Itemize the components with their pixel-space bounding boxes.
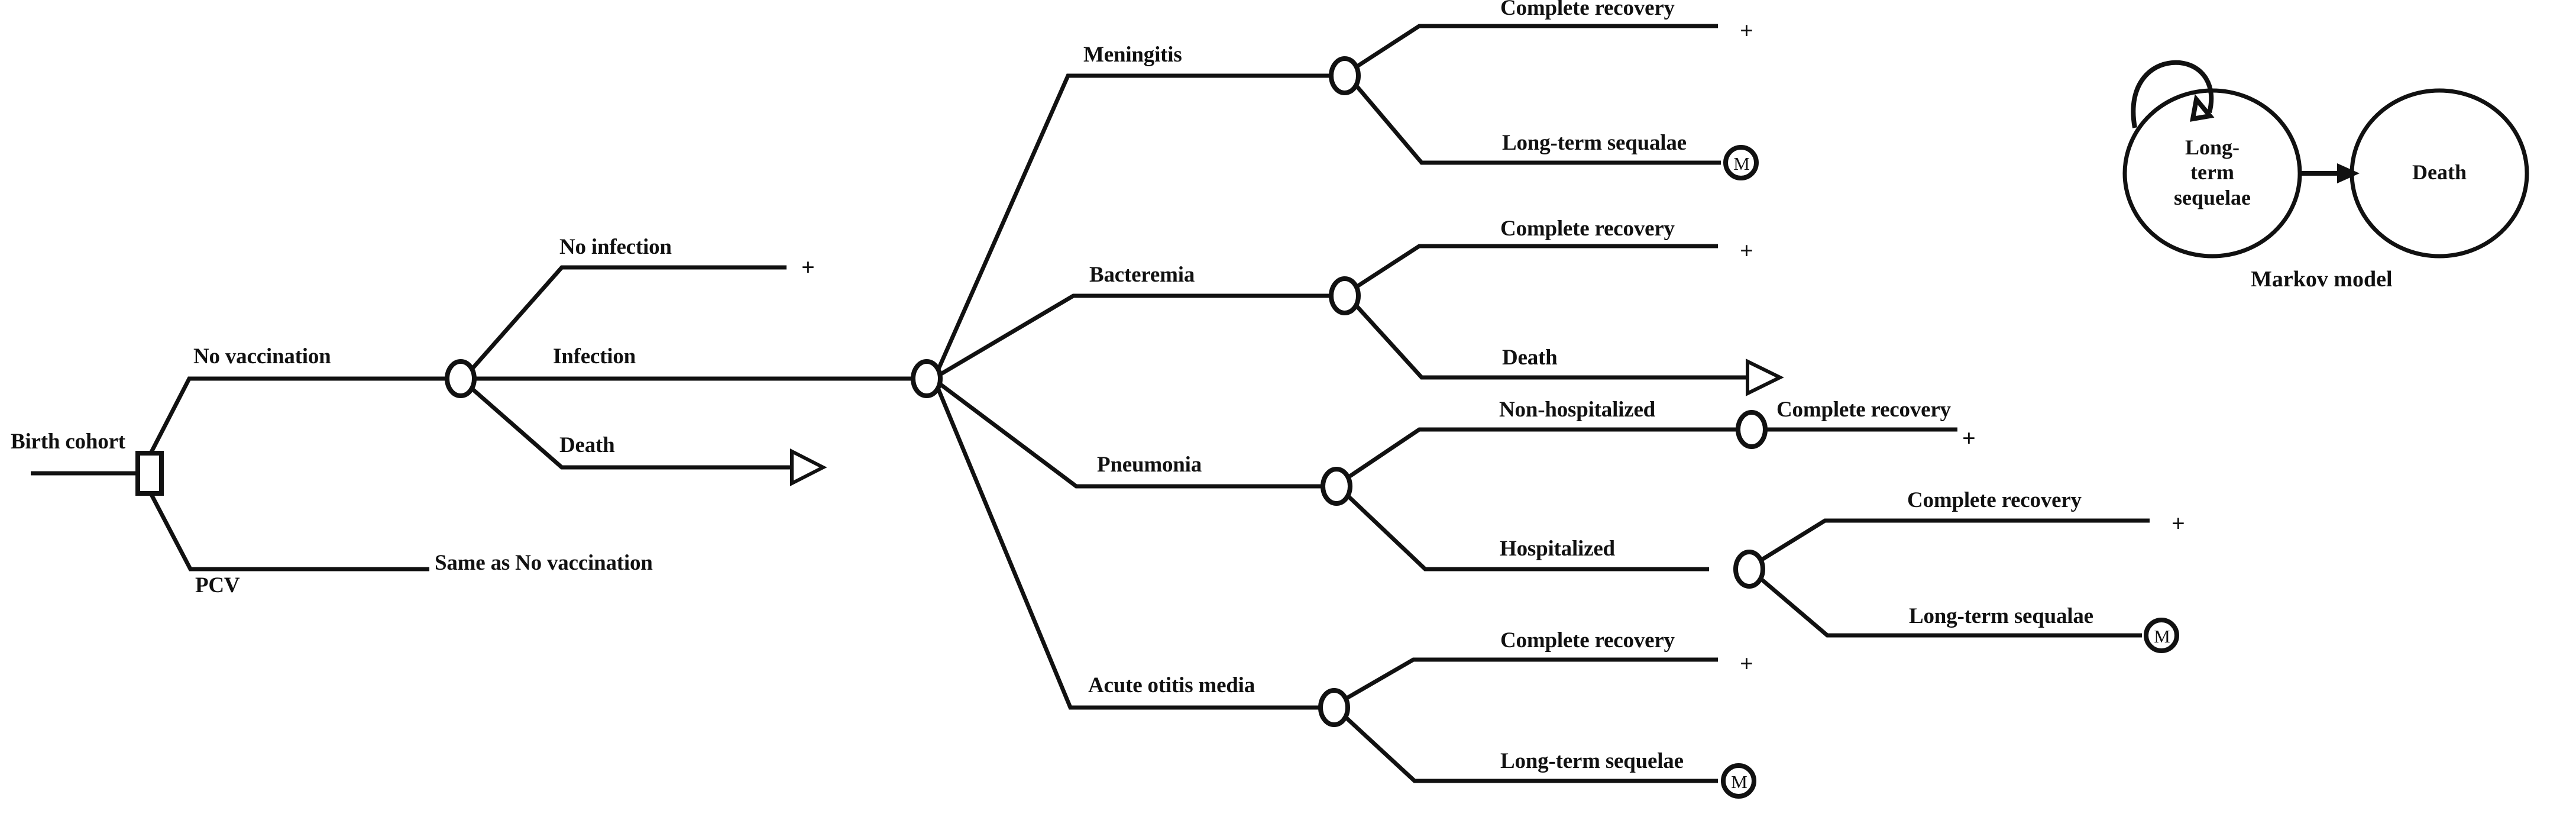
outcome-label-hospitalized-complete-recovery: Complete recovery <box>1907 488 2082 512</box>
root-label-birth-cohort: Birth cohort <box>11 430 125 454</box>
markov-marker-meningitis[interactable] <box>1723 145 1759 180</box>
edge-no-vaccination <box>149 376 444 453</box>
terminal-markov-label-hospitalized: M <box>2154 626 2170 647</box>
branch-label-pcv: PCV <box>195 573 240 598</box>
edge-bacteremia-complete-recovery <box>1354 244 1718 289</box>
markov-state-label-long-term-sequelae: Long- term sequelae <box>2174 135 2251 209</box>
outcome-label-pneumonia-hospitalized: Hospitalized <box>1500 537 1615 561</box>
branch-label-death-early: Death <box>559 433 615 457</box>
decision-node-square[interactable] <box>135 451 164 496</box>
markov-state-label-death: Death <box>2412 160 2467 184</box>
branch-label-infection: Infection <box>553 344 636 369</box>
chance-node-bacteremia[interactable] <box>1329 276 1361 315</box>
markov-marker-hospitalized[interactable] <box>2144 618 2179 653</box>
terminal-plus-non-hospitalized-complete-recovery: + <box>1962 425 1976 451</box>
edge-pneumonia-non-hospitalized <box>1346 427 1739 480</box>
branch-label-no-infection: No infection <box>559 235 672 259</box>
edge-no-infection <box>470 265 787 372</box>
outcome-label-meningitis-sequalae: Long-term sequalae <box>1502 131 1687 155</box>
outcome-label-bacteremia-death: Death <box>1502 345 1558 370</box>
outcome-label-aom-sequelae: Long-term sequelae <box>1500 749 1684 773</box>
edge-meningitis <box>936 73 1242 372</box>
markov-model-caption: Markov model <box>2251 267 2393 292</box>
edge-hospitalized-complete-recovery <box>1759 518 2150 563</box>
branch-label-bacteremia: Bacteremia <box>1089 263 1195 287</box>
chance-node-infection[interactable] <box>445 359 477 398</box>
markov-transition-arrowhead <box>2337 163 2360 183</box>
outcome-label-aom-complete-recovery: Complete recovery <box>1500 628 1675 653</box>
edge-aom-complete-recovery <box>1344 657 1718 702</box>
chance-node-disease[interactable] <box>911 359 943 398</box>
terminal-plus-no-infection: + <box>801 254 815 280</box>
outcome-label-hospitalized-sequalae: Long-term sequalae <box>1909 604 2093 628</box>
branch-label-no-vaccination: No vaccination <box>193 344 331 369</box>
outcome-label-meningitis-complete-recovery: Complete recovery <box>1500 0 1675 20</box>
terminal-markov-label-aom: M <box>1731 771 1747 792</box>
terminal-triangle-bacteremia-death <box>1746 359 1784 396</box>
edge-death-early <box>470 386 790 470</box>
chance-node-non-hospitalized[interactable] <box>1736 410 1768 449</box>
terminal-plus-bacteremia-complete-recovery: + <box>1740 237 1753 264</box>
edge-acute-otitis-media <box>936 387 1244 710</box>
edge-meningitis-complete-recovery <box>1354 24 1718 69</box>
outcome-label-bacteremia-complete-recovery: Complete recovery <box>1500 217 1675 241</box>
edge-aom-sequelae <box>1343 715 1718 783</box>
terminal-markov-label-meningitis: M <box>1733 153 1750 174</box>
edge-bacteremia-death <box>1354 303 1746 380</box>
edge-bacteremia <box>938 293 1249 377</box>
chance-node-hospitalized[interactable] <box>1733 550 1765 589</box>
terminal-plus-meningitis-complete-recovery: + <box>1740 17 1753 44</box>
chance-node-meningitis[interactable] <box>1329 56 1361 95</box>
terminal-plus-hospitalized-complete-recovery: + <box>2172 510 2185 537</box>
chance-node-pneumonia[interactable] <box>1321 467 1352 506</box>
markov-marker-aom[interactable] <box>1721 763 1756 799</box>
branch-label-meningitis: Meningitis <box>1083 43 1182 67</box>
terminal-label-pcv-same-as-no-vaccination: Same as No vaccination <box>435 551 653 575</box>
outcome-label-non-hospitalized-complete-recovery: Complete recovery <box>1776 398 1951 422</box>
edge-hospitalized-sequalae <box>1758 576 2142 638</box>
edge-pneumonia-hospitalized <box>1345 493 1709 571</box>
terminal-triangle-death-early <box>790 448 827 486</box>
edge-pneumonia <box>937 382 1248 489</box>
edge-pcv <box>149 493 429 571</box>
markov-self-loop-arc <box>2131 60 2214 128</box>
markov-self-loop-arrowhead <box>2190 93 2215 122</box>
branch-label-pneumonia: Pneumonia <box>1097 453 1202 477</box>
edge-meningitis-sequalae <box>1354 83 1721 165</box>
chance-node-acute-otitis-media[interactable] <box>1318 688 1350 727</box>
outcome-label-pneumonia-non-hospitalized: Non-hospitalized <box>1499 398 1656 422</box>
terminal-plus-aom-complete-recovery: + <box>1740 650 1753 677</box>
branch-label-acute-otitis-media: Acute otitis media <box>1088 673 1255 697</box>
